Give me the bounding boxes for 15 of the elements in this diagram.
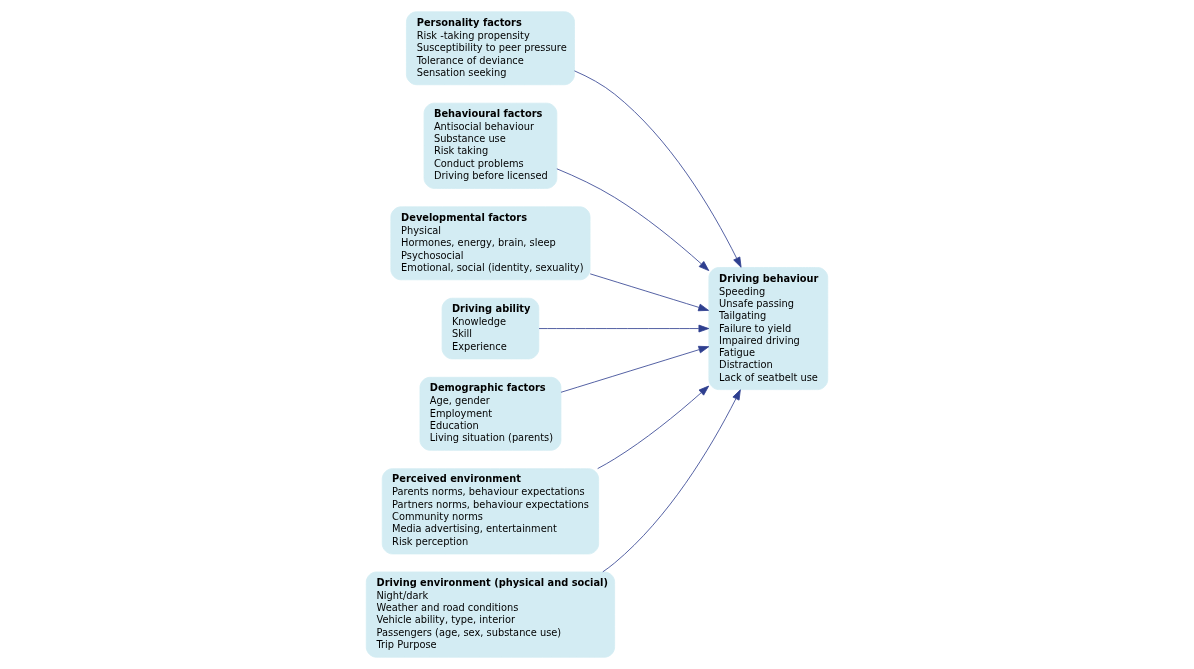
node-box: Demographic factors Age, gender Employment Education Living situation (parents) — [419, 376, 562, 451]
arrow — [602, 389, 741, 573]
node-box: Personality factors Risk -taking propensity Susceptibility to peer pressure Tolerance of deviance Sensation seeking — [406, 11, 575, 86]
node-box: Driving ability Knowledge Skill Experience — [441, 297, 540, 360]
arrow — [556, 168, 710, 271]
arrow — [538, 324, 710, 333]
node-box: Perceived environment Parents norms, behaviour expectations Partners norms, behaviour expectations Community norms Media advertising, entertainment Risk perception — [381, 468, 600, 555]
arrow — [560, 345, 710, 393]
arrow — [597, 385, 710, 470]
arrow — [574, 70, 742, 268]
node-box: Developmental factors Physical Hormones, energy, brain, sleep Psychosocial Emotional, social (identity, sexuality) — [390, 206, 591, 281]
node-box: Driving environment (physical and social) Night/dark Weather and road conditions Vehicle ability, type, interior Passengers (age, sex, substance use) Trip Purpose — [365, 571, 616, 658]
arrow — [589, 273, 709, 312]
node-box: Behavioural factors Antisocial behaviour Substance use Risk taking Conduct problems Driving before licensed — [423, 102, 558, 189]
node-box: Driving behaviour Speeding Unsafe passing Tailgating Failure to yield Impaired driving Fatigue Distraction Lack of seatbelt use — [708, 267, 829, 391]
